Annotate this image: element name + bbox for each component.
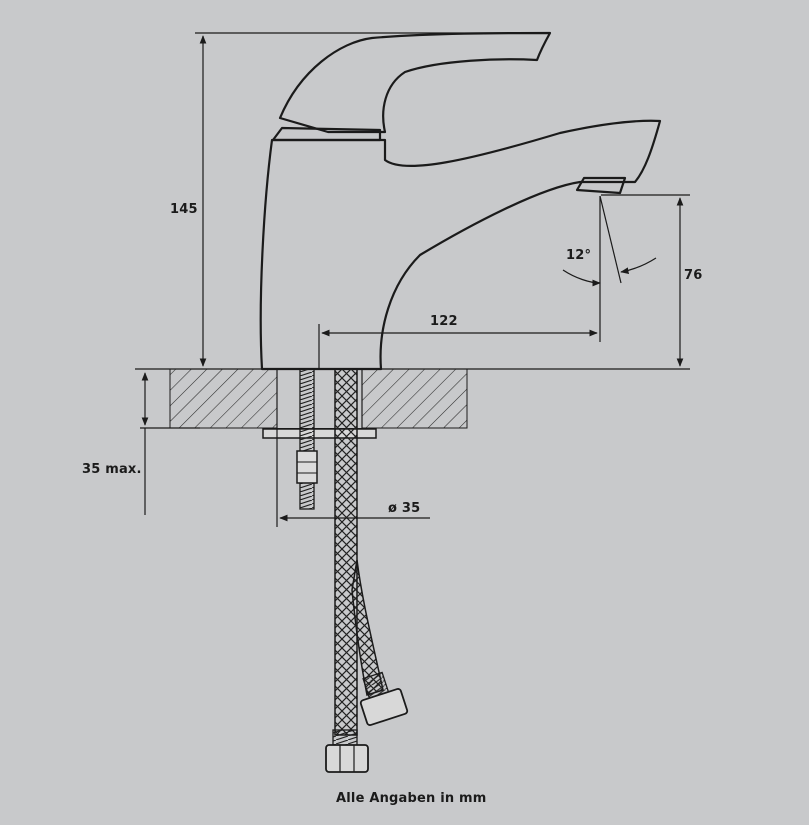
countertop-section <box>169 368 468 429</box>
dimension-spray-angle: 12° <box>566 248 592 263</box>
dimension-counter-thickness: 35 max. <box>82 462 142 477</box>
threaded-rod <box>296 368 318 510</box>
dimension-spout-height: 76 <box>684 268 703 283</box>
supply-hoses <box>325 368 409 773</box>
caption-units: Alle Angaben in mm <box>336 791 487 806</box>
dimension-hole-diameter: ø 35 <box>388 501 421 516</box>
mounting-plate <box>262 428 377 439</box>
dimension-spout-reach: 122 <box>430 314 458 329</box>
dimension-total-height: 145 <box>170 202 198 217</box>
faucet-body <box>259 31 662 371</box>
dimension-lines <box>140 32 690 527</box>
